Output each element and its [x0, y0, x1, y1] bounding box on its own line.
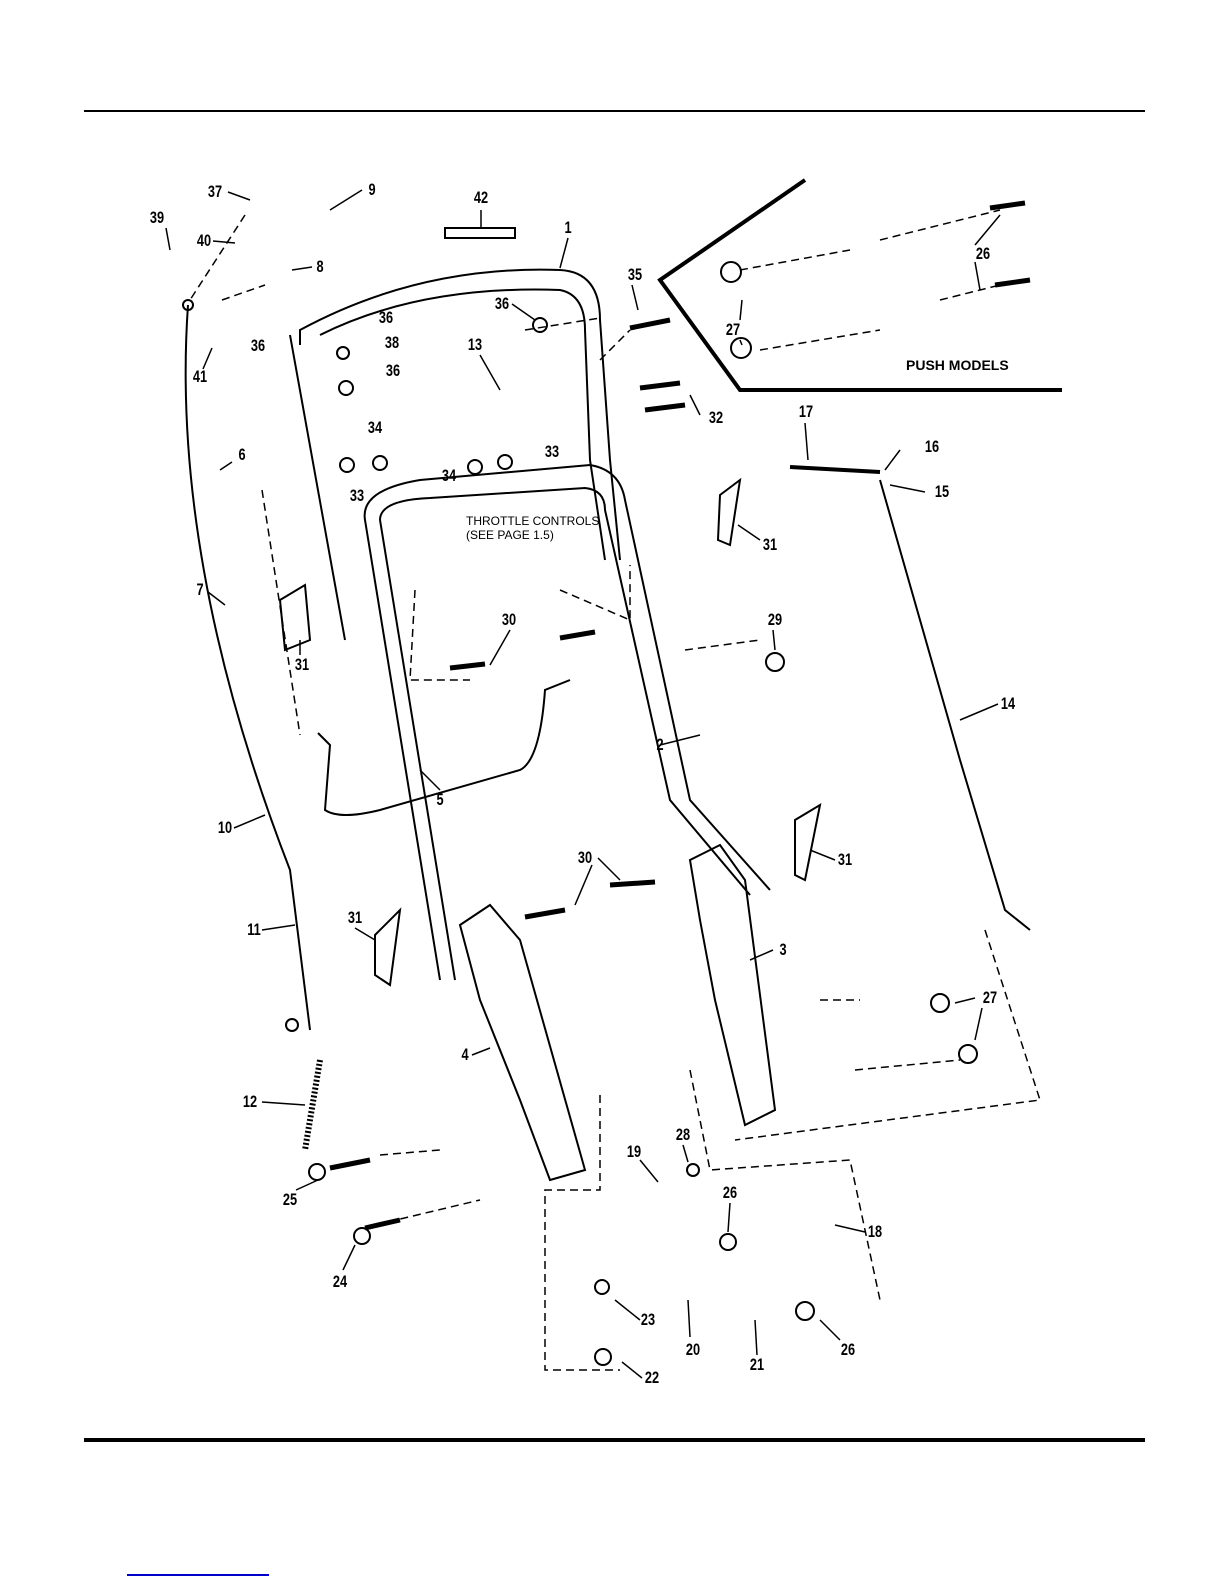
- callout-26: 26: [975, 244, 991, 263]
- callout-34: 34: [441, 466, 457, 485]
- top-rule: [84, 110, 1145, 112]
- callout-19: 19: [626, 1142, 642, 1161]
- callout-39: 39: [149, 208, 165, 227]
- cable: [184, 304, 311, 1031]
- callout-14: 14: [1000, 694, 1016, 713]
- callout-1: 1: [564, 218, 572, 237]
- callout-7: 7: [196, 580, 204, 599]
- callout-30: 30: [501, 610, 517, 629]
- callout-33: 33: [349, 486, 365, 505]
- callout-26: 26: [840, 1340, 856, 1359]
- callout-22: 22: [644, 1368, 660, 1387]
- callout-4: 4: [461, 1045, 469, 1064]
- callout-36: 36: [494, 294, 510, 313]
- callout-35: 35: [627, 265, 643, 284]
- callout-31: 31: [837, 850, 853, 869]
- rod: [879, 479, 1031, 931]
- hardware: [182, 261, 978, 1366]
- callout-34: 34: [367, 418, 383, 437]
- callout-36: 36: [250, 336, 266, 355]
- callout-31: 31: [347, 908, 363, 927]
- callout-16: 16: [924, 437, 940, 456]
- callout-25: 25: [282, 1190, 298, 1209]
- callout-9: 9: [368, 180, 376, 199]
- callout-12: 12: [242, 1092, 258, 1111]
- bottom-rule: [84, 1438, 1145, 1442]
- dashed-leaders: [189, 209, 1041, 1371]
- callout-31: 31: [294, 655, 310, 674]
- callout-27: 27: [982, 988, 998, 1007]
- callout-17: 17: [798, 402, 814, 421]
- callout-26: 26: [722, 1183, 738, 1202]
- callout-41: 41: [192, 367, 208, 386]
- callout-36: 36: [378, 308, 394, 327]
- callout-37: 37: [207, 182, 223, 201]
- left-bracket: [458, 903, 587, 1182]
- callout-38: 38: [384, 333, 400, 352]
- throttle-controls-note: THROTTLE CONTROLS (SEE PAGE 1.5): [466, 514, 599, 542]
- callout-33: 33: [544, 442, 560, 461]
- callout-32: 32: [708, 408, 724, 427]
- callout-31: 31: [762, 535, 778, 554]
- callout-2: 2: [656, 735, 664, 754]
- callout-21: 21: [749, 1355, 765, 1374]
- callout-18: 18: [867, 1222, 883, 1241]
- label-leaders: [165, 189, 1001, 1379]
- push-models-label: PUSH MODELS: [906, 357, 1009, 373]
- throttle-note-line2: (SEE PAGE 1.5): [466, 528, 554, 542]
- callout-30: 30: [577, 848, 593, 867]
- callout-5: 5: [436, 790, 444, 809]
- callout-20: 20: [685, 1340, 701, 1359]
- callout-40: 40: [196, 231, 212, 250]
- lower-handle: [363, 463, 771, 981]
- knobs: [278, 477, 822, 987]
- footer-link[interactable]: [127, 1574, 269, 1576]
- rod-17: [789, 465, 881, 474]
- throttle-note-line1: THROTTLE CONTROLS: [466, 514, 600, 528]
- callout-15: 15: [934, 482, 950, 501]
- callout-36: 36: [385, 361, 401, 380]
- upper-handle: [289, 268, 621, 641]
- callout-27: 27: [725, 320, 741, 339]
- callout-8: 8: [316, 257, 324, 276]
- callout-42: 42: [473, 188, 489, 207]
- callout-11: 11: [247, 920, 261, 939]
- callout-13: 13: [467, 335, 483, 354]
- callout-28: 28: [675, 1125, 691, 1144]
- callout-23: 23: [640, 1310, 656, 1329]
- bolts: [329, 200, 1031, 1231]
- spring: [302, 1059, 323, 1151]
- grip-42: [444, 227, 516, 239]
- control-rod: [317, 679, 571, 816]
- callout-24: 24: [332, 1272, 348, 1291]
- callout-3: 3: [779, 940, 787, 959]
- callout-10: 10: [217, 818, 233, 837]
- callout-29: 29: [767, 610, 783, 629]
- callout-6: 6: [238, 445, 246, 464]
- right-bracket: [688, 843, 777, 1127]
- push-models-inset-border: [657, 178, 1062, 392]
